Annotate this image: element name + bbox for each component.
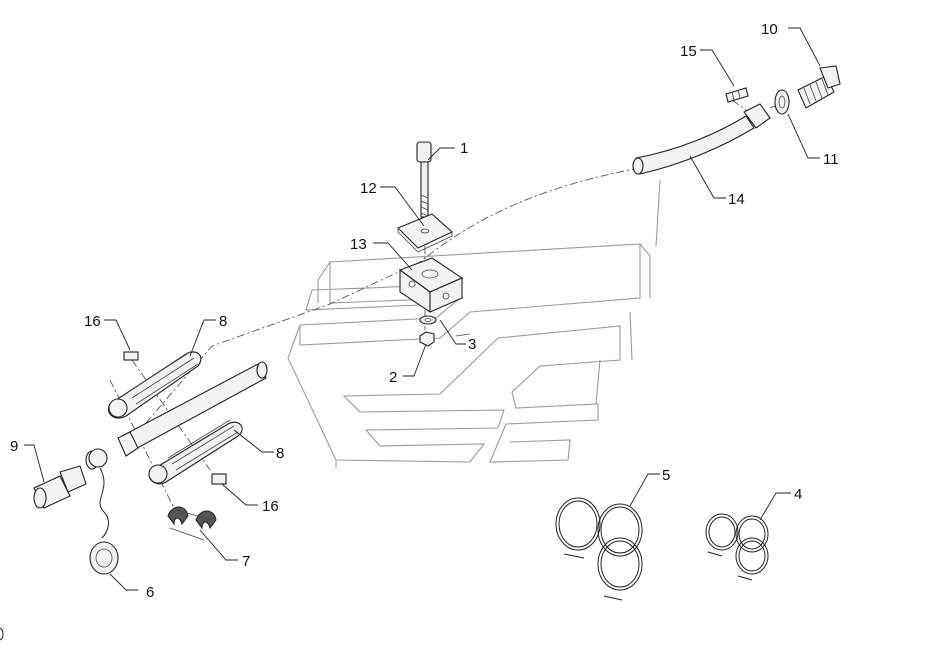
long-tube-part — [117, 361, 268, 457]
callout-8-lower: 8 — [276, 445, 284, 462]
ring-nut-part — [774, 89, 790, 115]
callout-1: 1 — [460, 140, 468, 157]
callout-13: 13 — [350, 236, 367, 253]
callout-8-upper: 8 — [219, 313, 227, 330]
callout-6: 6 — [146, 584, 154, 601]
clip-part — [725, 87, 749, 103]
callout-labels: 1 2 3 4 5 6 7 8 8 9 10 11 12 13 14 15 16… — [10, 21, 839, 601]
callout-9: 9 — [10, 438, 18, 455]
callout-12: 12 — [360, 180, 377, 197]
callout-14: 14 — [728, 191, 745, 208]
callout-16-upper: 16 — [84, 313, 101, 330]
small-clip-upper-part — [123, 351, 139, 361]
callout-10: 10 — [761, 21, 778, 38]
tank-outline — [287, 179, 661, 468]
upper-sleeve-part — [108, 351, 202, 419]
callout-16-lower: 16 — [262, 498, 279, 515]
callout-11: 11 — [823, 151, 839, 168]
callout-7: 7 — [242, 553, 250, 570]
washer-part — [419, 315, 471, 337]
threaded-fitting-part — [797, 65, 841, 109]
plate-part — [397, 213, 453, 253]
small-clip-lower-part — [211, 473, 227, 485]
bolt-part — [416, 141, 432, 218]
assembly-axes — [109, 99, 791, 521]
callout-2: 2 — [389, 369, 397, 386]
callout-15: 15 — [680, 43, 697, 60]
callout-3: 3 — [468, 336, 476, 353]
lower-sleeve-part — [148, 419, 243, 485]
callout-5: 5 — [662, 467, 670, 484]
nut-part — [419, 331, 435, 347]
cap-part — [88, 448, 119, 575]
large-hose-clamps-part — [555, 497, 643, 601]
small-hose-clamps-part — [705, 513, 769, 581]
corner-mark — [0, 627, 4, 641]
block-part — [398, 257, 464, 314]
clamp-part — [167, 506, 217, 541]
leader-lines — [24, 27, 821, 591]
hose-part — [632, 103, 771, 175]
callout-4: 4 — [794, 486, 802, 503]
